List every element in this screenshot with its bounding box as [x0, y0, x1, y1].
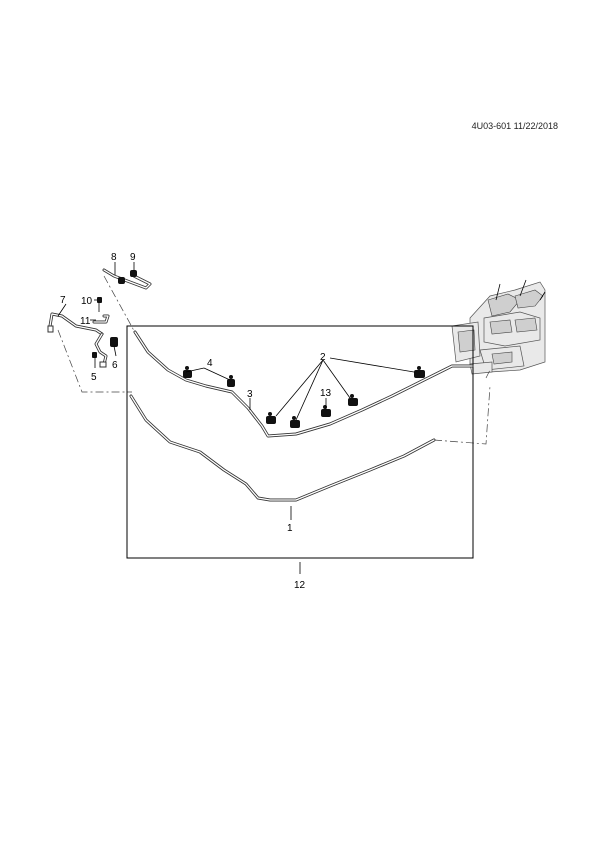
part-9-clip [130, 270, 137, 277]
callout-6: 6 [112, 360, 118, 371]
callout-11: 11 [80, 316, 91, 327]
lower-fuel-pipe [129, 394, 436, 502]
assembly-frame [126, 325, 474, 559]
quick-connect-parts [47, 268, 152, 368]
clip-2d [414, 366, 425, 378]
callout-8: 8 [111, 252, 117, 263]
diagram-reference-label: 4U03-601 11/22/2018 [471, 121, 558, 131]
callout-1: 1 [287, 523, 293, 534]
clip-2a [266, 412, 276, 424]
callout-3: 3 [247, 389, 253, 400]
upper-fuel-pipe [133, 330, 474, 438]
callout-4: 4 [207, 358, 213, 369]
pipe-clips [183, 366, 425, 428]
callout-10: 10 [81, 296, 93, 307]
clip-4a [183, 366, 192, 378]
part-lower-hose [94, 332, 108, 368]
callout-labels: 1 2 3 4 5 6 7 8 9 10 11 12 13 [60, 252, 332, 591]
part-11-bracket [92, 314, 110, 324]
callout-9: 9 [130, 252, 136, 263]
part-8-bracket [102, 268, 152, 290]
part-7-hose [47, 312, 104, 336]
callout-2: 2 [320, 352, 326, 363]
connection-phantom-lines [57, 275, 491, 445]
clip-4b [227, 375, 235, 387]
callout-7: 7 [60, 295, 66, 306]
part-6-clip [110, 337, 118, 347]
part-10-bolt [97, 297, 102, 312]
callout-leaders [57, 262, 415, 574]
clip-2c [348, 394, 358, 406]
clip-2b [290, 416, 300, 428]
engine-assembly-illustration [451, 279, 546, 375]
callout-5: 5 [91, 372, 97, 383]
part-5-nut [92, 352, 97, 358]
callout-13: 13 [320, 388, 332, 399]
callout-12: 12 [294, 580, 306, 591]
